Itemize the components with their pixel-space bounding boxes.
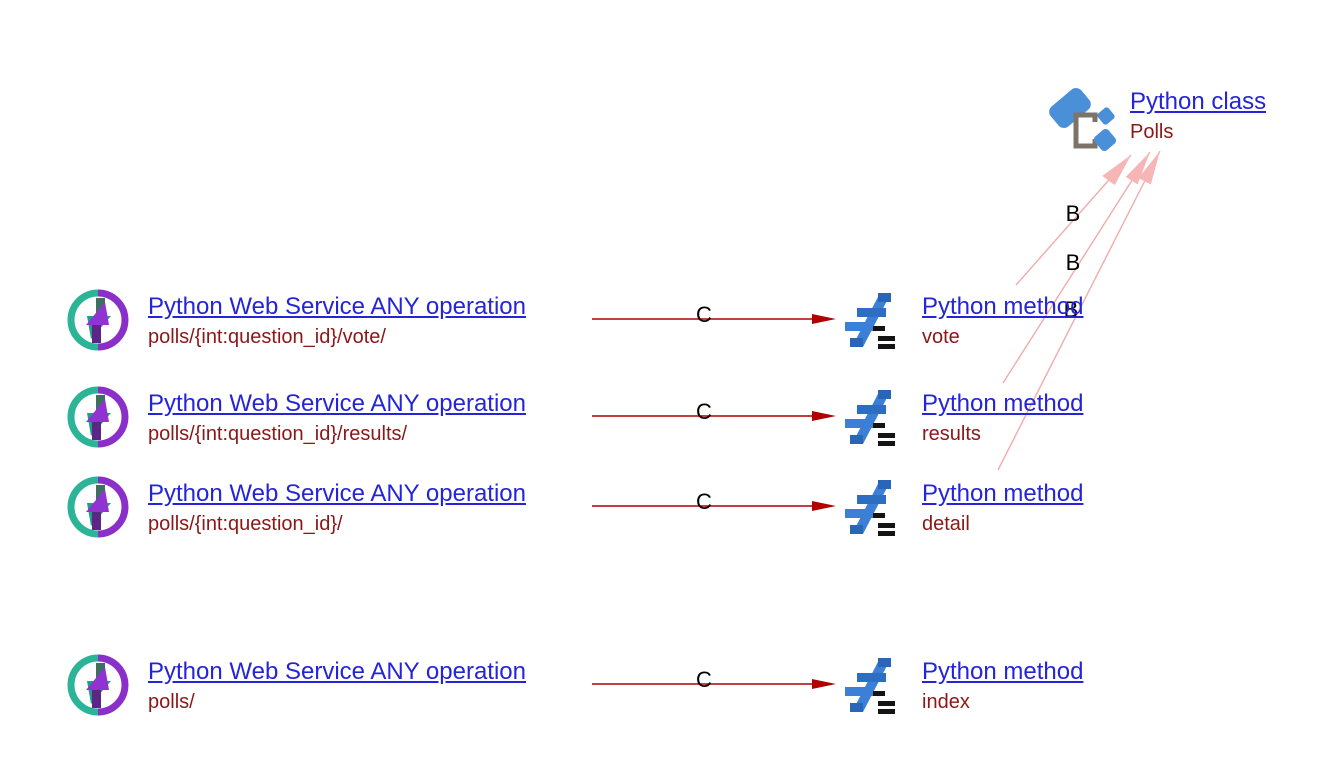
web-service-operation-link[interactable]: Python Web Service ANY operation (148, 658, 526, 685)
web-service-icon[interactable] (67, 289, 129, 351)
service-path-label: polls/ (148, 691, 195, 713)
call-edge-label: C (696, 667, 712, 692)
web-service-operation-link[interactable]: Python Web Service ANY operation (148, 480, 526, 507)
python-method-icon[interactable] (842, 289, 904, 351)
service-method-row: Python Web Service ANY operation polls/ … (0, 654, 1337, 718)
method-name-label: vote (922, 326, 960, 348)
service-method-row: Python Web Service ANY operation polls/{… (0, 386, 1337, 450)
web-service-operation-link[interactable]: Python Web Service ANY operation (148, 390, 526, 417)
call-edge-label: C (696, 302, 712, 327)
service-method-row: Python Web Service ANY operation polls/{… (0, 289, 1337, 353)
web-service-operation-link[interactable]: Python Web Service ANY operation (148, 293, 526, 320)
reference-arrows (997, 150, 1161, 471)
python-method-icon[interactable] (842, 476, 904, 538)
web-service-icon[interactable] (67, 654, 129, 716)
method-name-label: results (922, 423, 981, 445)
reference-edge-label: B (1065, 201, 1081, 226)
python-method-link[interactable]: Python method (922, 293, 1084, 320)
python-method-link[interactable]: Python method (922, 480, 1084, 507)
python-class-icon[interactable] (1045, 84, 1125, 158)
python-method-icon[interactable] (842, 654, 904, 716)
service-method-row: Python Web Service ANY operation polls/{… (0, 476, 1337, 540)
method-name-label: index (922, 691, 970, 713)
python-method-icon[interactable] (842, 386, 904, 448)
python-class-link[interactable]: Python class (1130, 88, 1267, 115)
call-edge-label: C (696, 399, 712, 424)
python-method-link[interactable]: Python method (922, 658, 1084, 685)
service-path-label: polls/{int:question_id}/results/ (148, 423, 408, 445)
service-path-label: polls/{int:question_id}/ (148, 513, 343, 535)
call-edge-label: C (696, 489, 712, 514)
web-service-icon[interactable] (67, 386, 129, 448)
reference-edge-label: B (1065, 250, 1081, 275)
python-method-link[interactable]: Python method (922, 390, 1084, 417)
service-path-label: polls/{int:question_id}/vote/ (148, 326, 386, 348)
class-name-label: Polls (1130, 121, 1174, 143)
reference-edge-label: B (1063, 297, 1079, 322)
web-service-icon[interactable] (67, 476, 129, 538)
method-name-label: detail (922, 513, 970, 535)
